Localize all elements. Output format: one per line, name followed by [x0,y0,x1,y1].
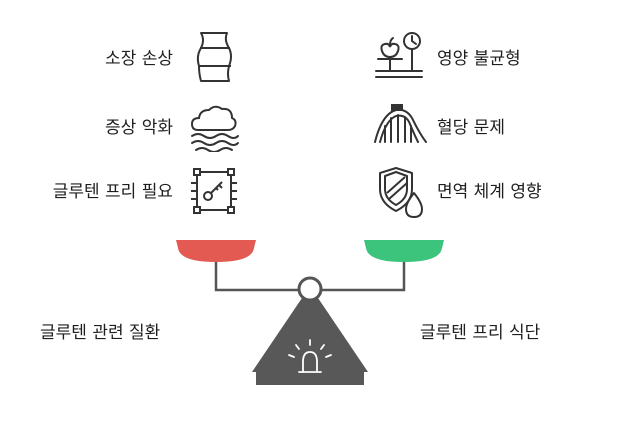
right-item-2-label: 혈당 문제 [437,118,505,138]
right-hanger [322,258,406,292]
left-item-2-label: 증상 악화 [105,118,173,138]
cloud-waves-icon [190,105,239,152]
key-frame-icon [191,168,237,214]
right-side-label: 글루텐 프리 식단 [420,323,541,343]
shield-drop-icon [379,167,423,218]
right-item-1-label: 영양 불균형 [437,49,521,69]
alarm-light-icon [288,339,332,373]
left-item-3-label: 글루텐 프리 필요 [52,182,173,202]
scale-stand [252,298,368,372]
left-side-label: 글루텐 관련 질환 [40,323,161,343]
apple-scale-icon [375,32,423,78]
left-item-1-label: 소장 손상 [105,49,173,69]
intestine-vessel-icon [196,32,232,82]
scale-base [256,372,364,385]
scale-pivot [297,276,323,302]
rollercoaster-icon [374,104,427,143]
right-item-3-label: 면역 체계 영향 [437,182,542,202]
left-pan [176,240,256,262]
left-hanger [214,258,302,292]
right-pan [364,240,444,262]
